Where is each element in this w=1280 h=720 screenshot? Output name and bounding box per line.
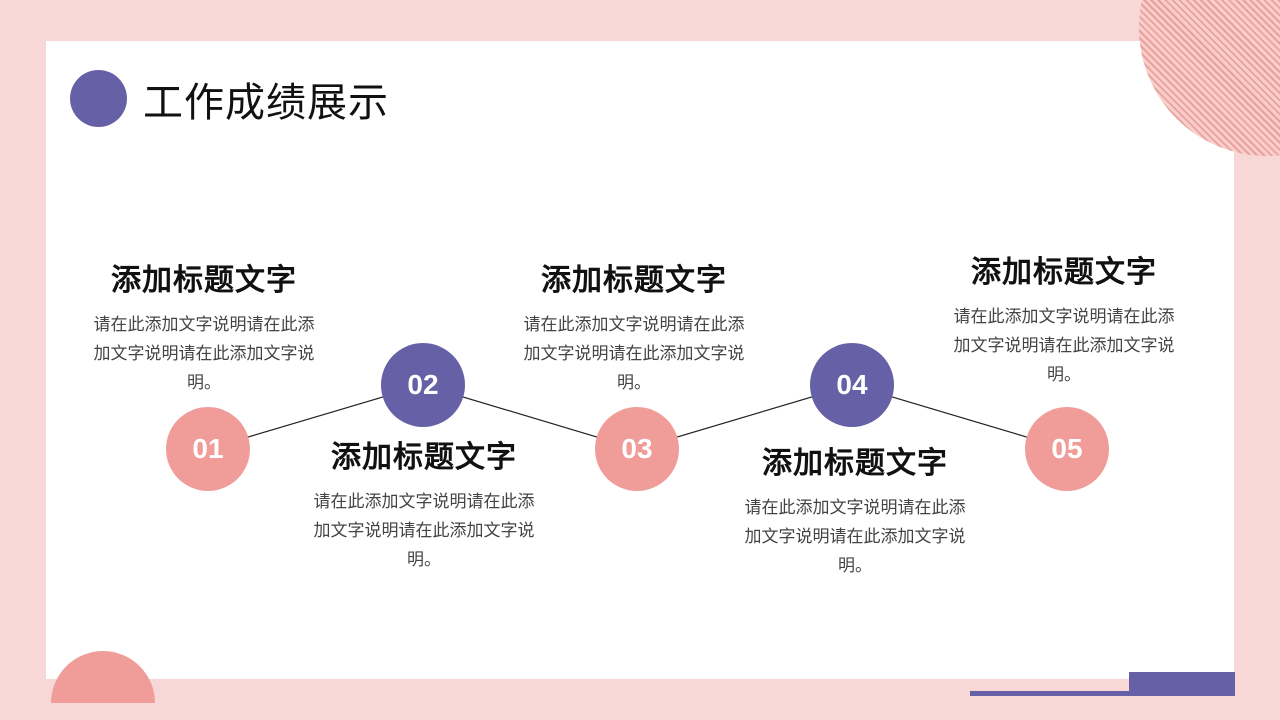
- slide-panel: [46, 41, 1234, 679]
- step-node-04: 04: [810, 343, 894, 427]
- step-description: 请在此添加文字说明请在此添加文字说明请在此添加文字说明。: [744, 498, 966, 576]
- step-heading: 添加标题文字: [971, 255, 1157, 290]
- page-title: 工作成绩展示: [143, 80, 389, 126]
- step-description: 请在此添加文字说明请在此添加文字说明请在此添加文字说明。: [523, 315, 745, 393]
- step-text-block-03: 添加标题文字 请在此添加文字说明请在此添加文字说明请在此添加文字说明。: [519, 261, 749, 398]
- step-description: 请在此添加文字说明请在此添加文字说明请在此添加文字说明。: [953, 307, 1175, 385]
- step-node-02: 02: [381, 343, 465, 427]
- step-node-05: 05: [1025, 407, 1109, 491]
- accent-bar-block: [1129, 672, 1235, 696]
- step-node-01: 01: [166, 407, 250, 491]
- title-bullet-circle: [70, 70, 127, 127]
- step-heading: 添加标题文字: [541, 263, 727, 298]
- step-text-block-02: 添加标题文字 请在此添加文字说明请在此添加文字说明请在此添加文字说明。: [309, 438, 539, 575]
- step-text-block-04: 添加标题文字 请在此添加文字说明请在此添加文字说明请在此添加文字说明。: [740, 444, 970, 581]
- step-heading: 添加标题文字: [762, 446, 948, 481]
- step-text-block-05: 添加标题文字 请在此添加文字说明请在此添加文字说明请在此添加文字说明。: [949, 253, 1179, 390]
- step-heading: 添加标题文字: [111, 263, 297, 298]
- step-node-03: 03: [595, 407, 679, 491]
- step-heading: 添加标题文字: [331, 440, 517, 475]
- step-description: 请在此添加文字说明请在此添加文字说明请在此添加文字说明。: [313, 492, 535, 570]
- step-text-block-01: 添加标题文字 请在此添加文字说明请在此添加文字说明请在此添加文字说明。: [89, 261, 319, 398]
- step-description: 请在此添加文字说明请在此添加文字说明请在此添加文字说明。: [93, 315, 315, 393]
- accent-bar-thin: [970, 691, 1130, 696]
